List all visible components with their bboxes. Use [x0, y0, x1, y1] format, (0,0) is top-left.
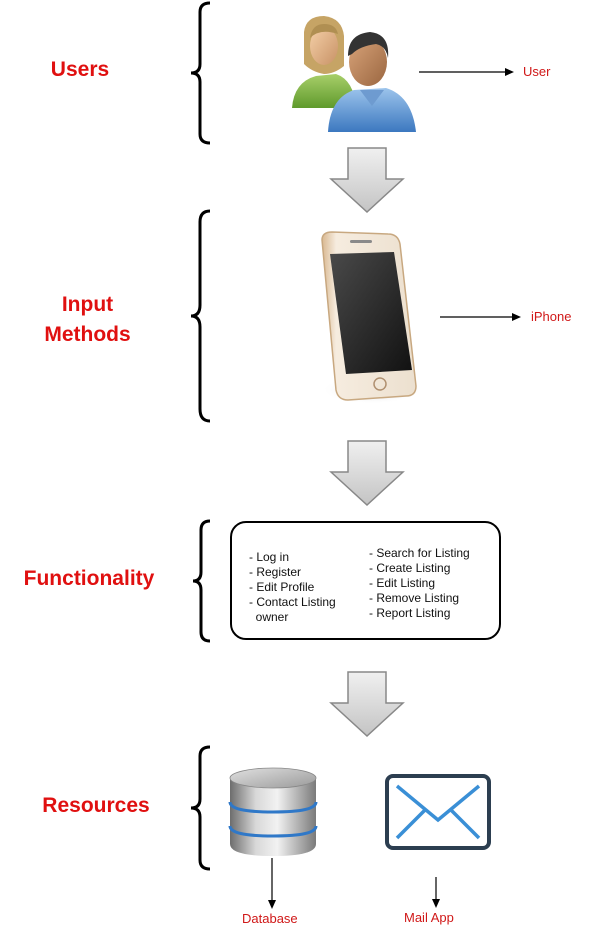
functionality-right-list: - Search for Listing - Create Listing - …: [369, 546, 470, 621]
database-pointer-arrow: [268, 858, 276, 909]
users-label: Users: [50, 58, 110, 81]
functionality-brace: [192, 519, 211, 643]
down-arrow-3: [329, 671, 405, 738]
user-output-label: User: [523, 64, 551, 79]
database-icon: [228, 767, 318, 856]
func-item-edit-profile: - Edit Profile: [249, 580, 315, 594]
functionality-left-list: - Log in - Register - Edit Profile - Con…: [249, 550, 336, 625]
down-arrow-1: [329, 147, 405, 214]
func-item-search-listing: - Search for Listing: [369, 546, 470, 560]
func-item-contact-listing: - Contact Listing: [249, 595, 336, 609]
functionality-label: Functionality: [23, 567, 155, 590]
func-item-register: - Register: [249, 565, 302, 579]
iphone-pointer-arrow: [440, 313, 521, 321]
input-methods-brace: [190, 209, 211, 423]
resources-brace: [190, 745, 211, 871]
mail-output-label: Mail App: [404, 910, 454, 925]
input-methods-label: Input Methods: [20, 290, 155, 350]
func-item-contact-owner: owner: [249, 610, 289, 624]
func-item-edit-listing: - Edit Listing: [369, 576, 436, 590]
func-item-report-listing: - Report Listing: [369, 606, 451, 620]
mail-icon: [385, 774, 491, 850]
mail-pointer-arrow: [432, 877, 440, 908]
functionality-box: - Log in - Register - Edit Profile - Con…: [230, 521, 501, 640]
iphone-icon: [321, 231, 422, 404]
users-brace: [190, 1, 211, 145]
input-methods-label-line2: Methods: [44, 323, 131, 346]
users-icon: [292, 16, 416, 132]
input-methods-label-line1: Input: [61, 293, 114, 316]
database-output-label: Database: [242, 911, 298, 926]
down-arrow-2: [329, 440, 405, 507]
func-item-remove-listing: - Remove Listing: [369, 591, 460, 605]
func-item-create-listing: - Create Listing: [369, 561, 451, 575]
iphone-output-label: iPhone: [531, 309, 572, 324]
resources-label: Resources: [42, 794, 150, 817]
user-pointer-arrow: [419, 68, 514, 76]
func-item-login: - Log in: [249, 550, 290, 564]
